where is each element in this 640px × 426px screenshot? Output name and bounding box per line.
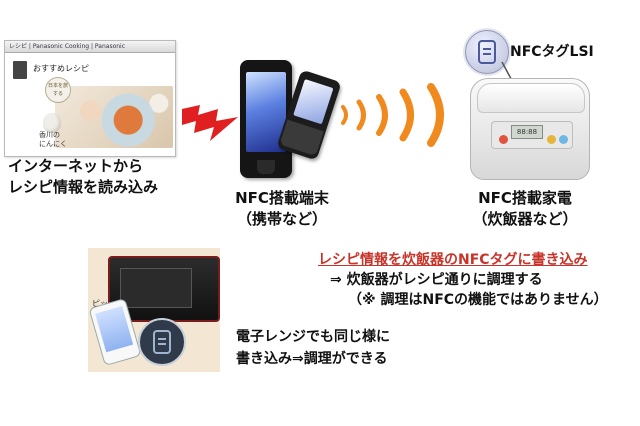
appliance-caption-line1: NFC搭載家電 [478,189,572,207]
nfc-lsi-label: NFCタグLSI [510,44,594,60]
internet-caption: インターネットから レシピ情報を読み込み [8,156,158,198]
recipe-dish-photo [55,86,173,148]
cooker-button-blue [559,135,568,144]
write-info-line3: （※ 調理はNFCの機能ではありません） [348,292,608,308]
site-logo [13,61,27,79]
recipe-caption-line2: にんにく [39,140,67,148]
recipe-section-title: おすすめレシピ [33,64,89,73]
nfc-chip-icon [465,30,509,74]
smartphone-base [257,160,275,174]
recipe-badge: 日本を旅する [45,77,71,103]
microwave-card: ピッ [88,248,220,372]
microwave-window [120,268,192,308]
microwave-phone-screen [95,306,134,353]
flip-phone-screen [293,78,334,125]
microwave-caption-line2: 書き込み⇒調理ができる [236,351,388,367]
cooker-button-red [499,135,508,144]
write-info-headline: レシピ情報を炊飯器のNFCタグに書き込み [318,252,588,268]
cooker-button-yellow [547,135,556,144]
recipe-caption-line1: 香川の [39,131,60,139]
appliance-caption: NFC搭載家電 （炊飯器など） [450,188,600,230]
garlic-photo [43,113,61,133]
flip-phone-keypad [279,119,324,157]
write-info-block: レシピ情報を炊飯器のNFCタグに書き込み ⇒ 炊飯器がレシピ通りに調理する （※… [318,250,636,310]
nfc-wave-icon [341,83,444,147]
browser-tab-bar: レシピ | Panasonic Cooking | Panasonic [5,41,175,53]
lightning-icon [182,105,238,141]
rice-cooker-lid [477,83,585,113]
recipe-caption: 香川の にんにく [39,131,67,149]
recipe-browser-window: レシピ | Panasonic Cooking | Panasonic おすすめ… [4,40,176,157]
terminal-caption: NFC搭載端末 （携帯など） [212,188,352,230]
microwave-caption: 電子レンジでも同じ様に 書き込み⇒調理ができる [236,326,390,370]
write-info-line2: ⇒ 炊飯器がレシピ通りに調理する [330,272,543,288]
microwave-nfc-icon [138,318,186,366]
smartphone-image [240,60,292,178]
rice-cooker-display: 88:88 [511,125,543,139]
terminal-caption-line1: NFC搭載端末 [235,189,329,207]
microwave-image [108,256,220,322]
rice-cooker-image: 88:88 [470,78,590,180]
appliance-caption-line2: （炊飯器など） [472,210,578,228]
microwave-caption-line1: 電子レンジでも同じ様に [236,329,390,345]
internet-caption-line2: レシピ情報を読み込み [8,178,159,196]
terminal-caption-line2: （携帯など） [236,210,327,228]
beep-label: ピッ [92,299,108,308]
internet-caption-line1: インターネットから [8,157,144,175]
